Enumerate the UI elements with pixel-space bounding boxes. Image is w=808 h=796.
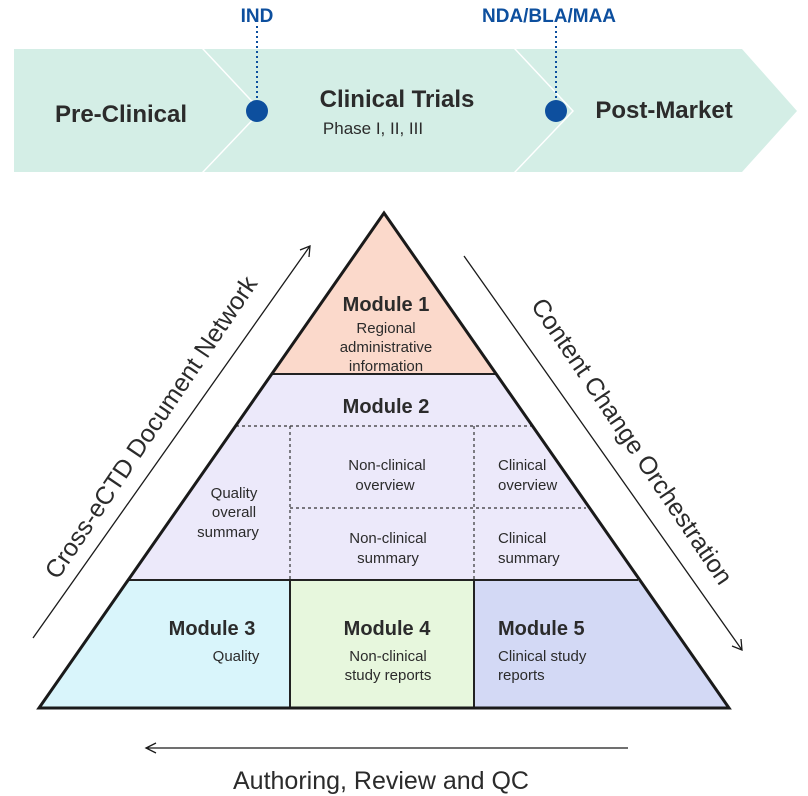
module-5-title: Module 5 [498,618,585,640]
milestone-nda-label: NDA/BLA/MAA [482,6,616,27]
module-2-nonclinical-summary-line-2: summary [357,550,419,567]
module-1-region [272,213,496,374]
pyramid-separators [129,373,638,708]
module-3-desc-line-1: Quality [213,648,260,665]
pyramid: Module 1 Regional administrative informa… [36,210,732,710]
module-2-nonclinical-summary-line-1: Non-clinical [349,530,427,547]
module-5-desc-line-2: reports [498,667,545,684]
module-3-region [39,580,290,708]
module-1-title: Module 1 [343,294,430,316]
module-1-desc-line-2: administrative [340,339,433,356]
left-arrow-shaft [32,245,311,639]
module-4-region [290,580,474,708]
timeline: Pre-Clinical Clinical Trials Phase I, II… [14,6,797,172]
module-2-quality-line-1: Quality [211,485,258,502]
milestone-ind-dot [246,100,268,122]
module-2-quality-line-3: summary [197,524,259,541]
right-arrow-shaft [463,255,743,651]
module-2-nonclinical-overview-line-1: Non-clinical [348,457,426,474]
stage-post-market-label: Post-Market [595,97,732,124]
chevron-clinical-trials [204,49,572,172]
module-2-clinical-summary-line-2: summary [498,550,560,567]
module-1-desc-line-3: information [349,358,423,375]
module-2-title: Module 2 [343,396,430,418]
chevron-post-market [516,49,797,172]
bottom-label: Authoring, Review and QC [233,767,529,795]
module-1-desc-line-1: Regional [356,320,415,337]
module-2-dividers [236,425,586,580]
module-2-clinical-overview-line-1: Clinical [498,457,546,474]
pyramid-outline [36,210,732,710]
milestone-nda-dot [545,100,567,122]
bottom-arrow-head-icon [144,742,157,754]
left-arrow-head-icon [299,245,311,258]
module-2-quality-line-2: overall [212,504,256,521]
module-5-region [474,580,729,708]
module-2-clinical-summary-line-1: Clinical [498,530,546,547]
module-4-desc-line-1: Non-clinical [349,648,427,665]
stage-clinical-trials-label: Clinical Trials [320,86,475,113]
stage-clinical-trials-sublabel: Phase I, II, III [323,119,423,138]
module-4-desc-line-2: study reports [345,667,432,684]
module-2-nonclinical-overview-line-2: overview [355,477,414,494]
module-3-title: Module 3 [169,618,256,640]
stage-pre-clinical-label: Pre-Clinical [55,101,187,128]
module-4-title: Module 4 [344,618,432,640]
chevron-pre-clinical [14,49,260,172]
milestone-ind-label: IND [241,6,274,27]
module-5-desc-line-1: Clinical study [498,648,587,665]
module-2-clinical-overview-line-2: overview [498,477,557,494]
right-arrow-head-icon [731,638,743,651]
